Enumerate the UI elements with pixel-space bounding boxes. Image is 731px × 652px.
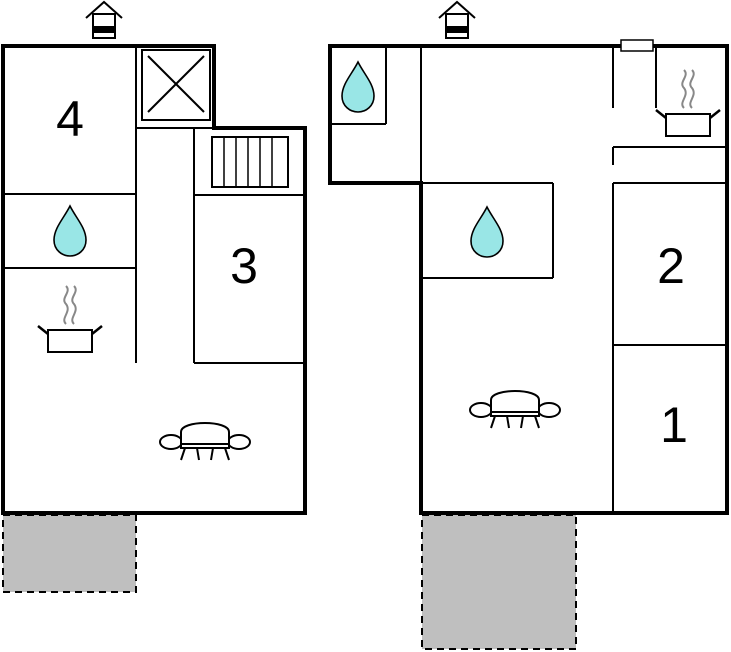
- outer-wall: [328, 44, 729, 515]
- bathroom-water-icon: [53, 205, 87, 257]
- floor-plan-right: 2 1: [328, 1, 729, 650]
- outer-wall: [1, 44, 307, 515]
- living-sofa-icon: [469, 390, 561, 429]
- bathroom-water-icon: [341, 61, 375, 113]
- kitchen-pot-icon: [654, 68, 722, 138]
- floor-plan-left: 4 3: [1, 1, 307, 593]
- kitchen-pot-icon: [36, 284, 104, 354]
- entrance-icon: [438, 1, 476, 39]
- ventilation-x-icon: [141, 49, 211, 121]
- room-4-label: 4: [56, 91, 84, 147]
- room-2-label: 2: [657, 238, 685, 294]
- staircase-icon: [211, 136, 289, 188]
- window-icon: [620, 39, 654, 52]
- terrace-area: [421, 514, 577, 650]
- living-sofa-icon: [159, 422, 251, 461]
- interior-walls: [3, 46, 305, 364]
- interior-walls: [330, 46, 727, 513]
- terrace-area: [2, 514, 137, 593]
- bathroom-water-icon: [470, 206, 504, 258]
- room-3-label: 3: [230, 238, 258, 294]
- entrance-icon: [85, 1, 123, 39]
- room-1-label: 1: [660, 397, 688, 453]
